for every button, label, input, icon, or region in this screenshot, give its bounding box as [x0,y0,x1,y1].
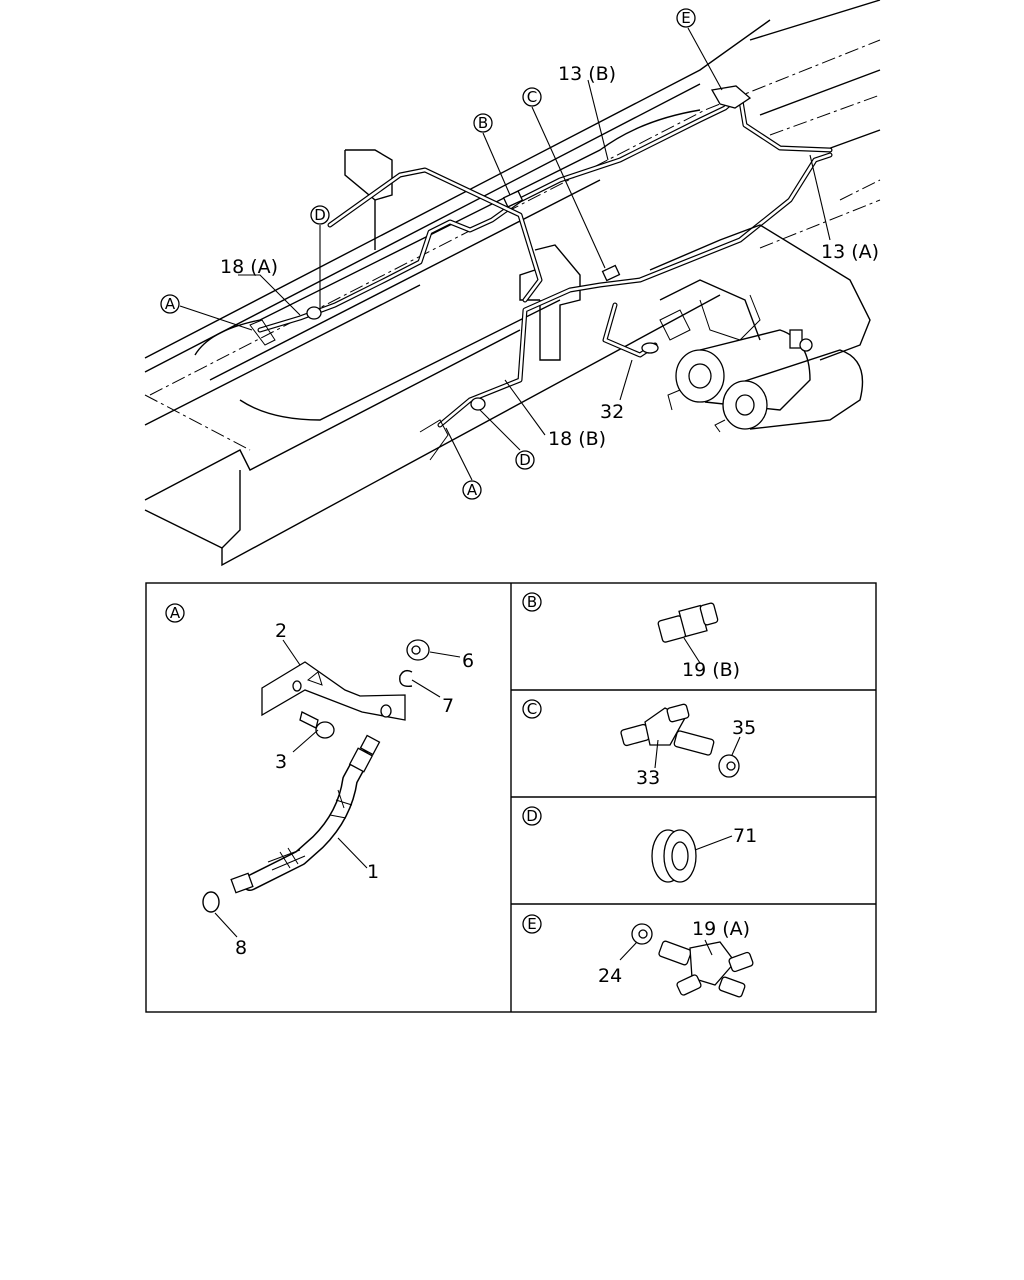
svg-text:D: D [526,807,538,825]
label-1: 1 [367,861,379,883]
label-35: 35 [732,717,756,739]
label-6: 6 [462,650,474,672]
callout-a-upper: A [160,294,180,314]
crossmember [194,109,701,421]
svg-text:D: D [314,206,326,224]
label-13b: 13 (B) [558,63,616,85]
callout-a-lower: A [462,480,482,500]
label-19b: 19 (B) [682,659,740,681]
label-13a: 13 (A) [821,241,879,263]
callout-e-main: E [676,8,696,28]
chassis-assembly-drawing: A D B C E D A 13 (A) 13 (B) 18 (A) [144,0,881,567]
lock-washer [399,669,413,687]
svg-text:A: A [170,604,181,622]
svg-text:E: E [527,915,536,933]
panel-e-callout: E [522,914,542,934]
brake-hose [230,734,381,894]
panel-d-callout: D [522,806,542,826]
callout-d-lower: D [515,450,535,470]
svg-text:E: E [681,9,690,27]
detail-panel-b: B 19 (B) [522,592,740,681]
o-ring [202,891,220,913]
bolt [299,711,335,739]
svg-text:B: B [527,593,537,611]
svg-text:A: A [165,295,176,313]
detail-panels [145,582,877,1013]
detail-panel-a: A [165,603,474,959]
detail-panel-e: E 19 (A) 24 [522,914,754,998]
grommet [651,829,697,883]
label-3: 3 [275,751,287,773]
label-19a: 19 (A) [692,918,750,940]
nut [406,639,430,661]
label-24: 24 [598,965,622,987]
svg-text:A: A [467,481,478,499]
panel-c-callout: C [522,699,542,719]
panel-a-callout: A [165,603,185,623]
callout-b-main: B [473,113,493,133]
union-fitting [657,602,719,643]
label-7: 7 [442,695,454,717]
svg-text:B: B [478,114,488,132]
callout-d-upper: D [310,205,330,225]
label-33: 33 [636,767,660,789]
label-71: 71 [733,825,757,847]
brake-pipes [257,92,833,428]
tee-fitting [620,703,715,756]
main-leader-lines [179,27,831,481]
label-8: 8 [235,937,247,959]
cross-fitting [658,940,754,998]
label-18a: 18 (A) [220,256,278,278]
label-2: 2 [275,620,287,642]
panel-b-callout: B [522,592,542,612]
svg-text:C: C [527,700,537,718]
label-32: 32 [600,401,624,423]
label-18b: 18 (B) [548,428,606,450]
bracket [261,661,406,721]
svg-text:D: D [519,451,531,469]
detail-panel-d: D 71 [522,806,757,883]
fitting-nut [718,754,740,778]
detail-panel-c: C 33 35 [522,699,756,789]
callout-c-main: C [522,87,542,107]
chassis-frame [144,0,881,567]
air-tanks-and-valves [641,224,871,433]
svg-text:C: C [527,88,537,106]
cross-fitting-nut [631,923,653,945]
pipe-fittings [249,85,752,461]
